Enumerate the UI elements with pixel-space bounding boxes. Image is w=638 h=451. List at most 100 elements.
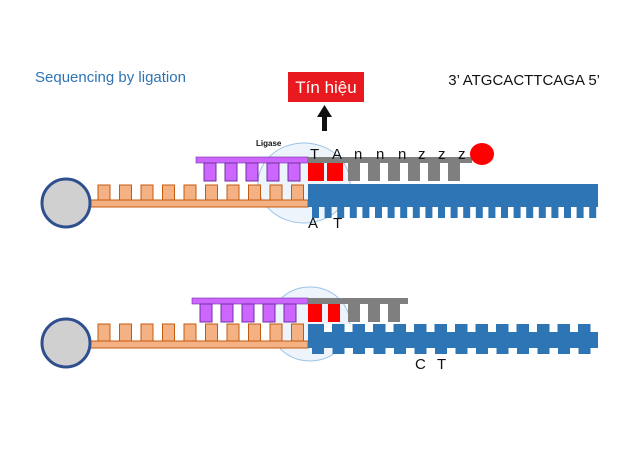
base-tooth (362, 207, 370, 218)
base-tooth (448, 163, 460, 181)
base-tooth (348, 304, 360, 322)
base-tooth (538, 207, 546, 218)
base-tooth (526, 207, 534, 218)
base-tooth (226, 323, 240, 342)
base-label: A (332, 146, 342, 163)
base-tooth (394, 348, 406, 354)
base-tooth (576, 207, 584, 218)
base-tooth (551, 207, 559, 218)
bead-icon (40, 317, 92, 369)
base-tooth (387, 207, 395, 218)
base-tooth (248, 184, 261, 201)
base-tooth (245, 162, 259, 182)
signal-label: Tín hiệu (295, 78, 356, 97)
template-strand (308, 184, 598, 218)
base-tooth (590, 324, 599, 332)
base-tooth (269, 323, 283, 342)
base-tooth (549, 324, 558, 332)
base-tooth (183, 184, 197, 201)
base-tooth (205, 184, 218, 201)
base-label: n (376, 146, 384, 163)
base-label: A (308, 215, 318, 232)
base-tooth (467, 324, 476, 332)
bead-icon (40, 177, 92, 229)
base-label: z (438, 146, 446, 163)
base-tooth (308, 324, 598, 341)
base-tooth (455, 348, 468, 354)
base-tooth (513, 207, 521, 218)
base-tooth (344, 324, 353, 332)
base-label: T (437, 356, 446, 373)
base-tooth (287, 162, 301, 182)
base-tooth (224, 162, 238, 182)
primer-strand (87, 323, 309, 349)
up-arrow-icon (317, 105, 332, 131)
base-tooth (508, 324, 517, 332)
probe-bases: T A n n n z z z (310, 146, 466, 163)
ligase-label: Ligase (256, 139, 282, 148)
base-tooth (220, 303, 234, 323)
base-tooth (308, 184, 598, 200)
base-tooth (199, 303, 213, 323)
base-tooth (162, 323, 175, 342)
base-tooth (496, 348, 509, 354)
base-tooth (488, 207, 496, 218)
base-tooth (308, 304, 322, 322)
base-tooth (400, 207, 408, 218)
base-tooth (426, 324, 435, 332)
base-tooth (373, 348, 386, 354)
base-tooth (312, 348, 324, 354)
base-tooth (589, 207, 597, 218)
base-label: C (415, 356, 426, 373)
base-tooth (388, 163, 400, 181)
base-tooth (463, 207, 471, 218)
base-label: z (418, 146, 426, 163)
base-tooth (203, 162, 217, 182)
base-tooth (564, 207, 571, 218)
base-label: z (458, 146, 466, 163)
base-tooth (348, 163, 360, 181)
base-tooth (140, 323, 154, 342)
base-tooth (529, 324, 537, 332)
base-label: n (354, 146, 362, 163)
base-tooth (501, 207, 508, 218)
base-tooth (283, 303, 297, 323)
base-tooth (570, 324, 578, 332)
dye-icon (470, 143, 494, 165)
base-tooth (262, 303, 276, 323)
base-tooth (291, 184, 304, 201)
signal-box (288, 72, 364, 102)
primer-strand (87, 184, 309, 208)
base-tooth (291, 323, 304, 342)
base-tooth (388, 304, 400, 322)
base-tooth (312, 207, 319, 218)
base-tooth (140, 184, 154, 201)
base-tooth (447, 324, 455, 332)
base-tooth (308, 163, 324, 181)
base-tooth (475, 207, 483, 218)
base-tooth (97, 323, 111, 342)
base-tooth (517, 348, 529, 354)
base-tooth (353, 348, 365, 354)
base-tooth (365, 324, 373, 332)
top-duplex: Ligase T A n n n z z z A T (40, 139, 598, 232)
template-bases: A T (308, 215, 342, 232)
base-tooth (406, 324, 414, 332)
base-tooth (266, 162, 280, 182)
base-tooth (558, 348, 570, 354)
base-tooth (414, 348, 427, 354)
base-tooth (368, 163, 380, 181)
base-tooth (385, 324, 394, 332)
base-tooth (537, 348, 550, 354)
base-tooth (435, 348, 447, 354)
probe-purple (195, 156, 309, 182)
base-tooth (327, 163, 343, 181)
base-tooth (119, 323, 132, 342)
base-tooth (332, 348, 345, 354)
bottom-duplex: C T (40, 286, 599, 373)
base-tooth (119, 184, 132, 201)
base-tooth (425, 207, 433, 218)
base-tooth (269, 184, 283, 201)
base-tooth (337, 207, 345, 218)
